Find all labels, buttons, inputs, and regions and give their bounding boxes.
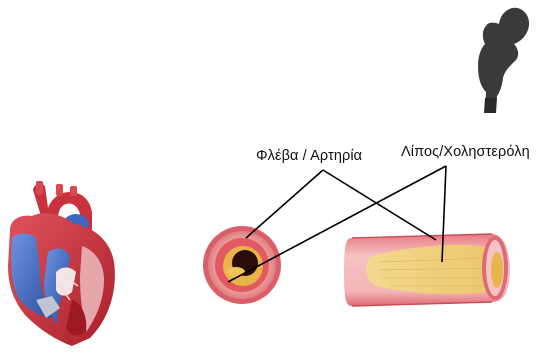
fat-cholesterol-label: Λίπος/Χοληστερόλη [401,144,530,160]
vessel-line-to-ring [246,170,323,238]
artery-cross-section-icon [203,226,281,304]
child-silhouette-icon [478,8,529,113]
vessel-label: Φλέβα / Αρτηρία [256,148,362,164]
heart-illustration-icon [8,181,115,346]
artery-longitudinal-icon [344,234,510,306]
